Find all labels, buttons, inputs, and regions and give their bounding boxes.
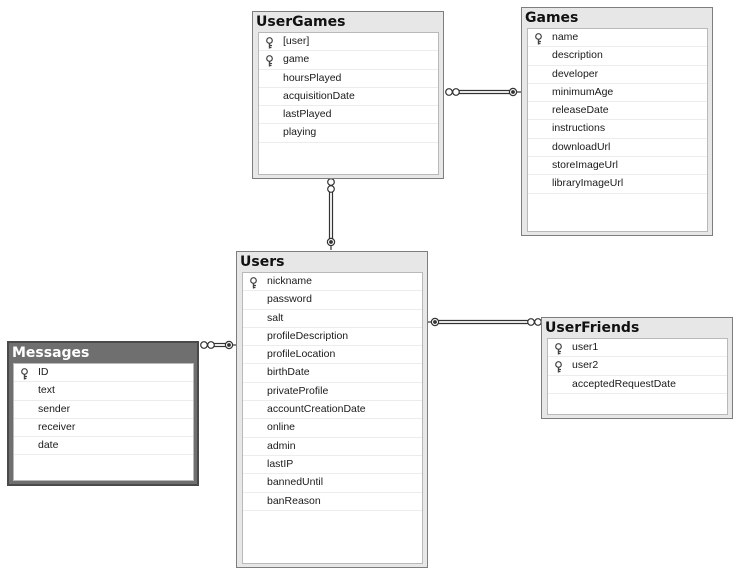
column-row[interactable]: nickname xyxy=(243,273,422,292)
column-row[interactable]: hoursPlayed xyxy=(259,70,438,88)
column-list: name description developer minimumAge re… xyxy=(527,28,708,232)
primary-key-icon xyxy=(265,54,274,67)
column-row[interactable]: privateProfile xyxy=(243,383,422,402)
column-row[interactable]: lastIP xyxy=(243,456,422,475)
column-name: bannedUntil xyxy=(267,476,324,489)
column-name: developer xyxy=(552,67,599,80)
column-row[interactable]: birthDate xyxy=(243,364,422,383)
column-name: profileLocation xyxy=(267,348,336,361)
column-name: nickname xyxy=(267,275,312,287)
column-name: instructions xyxy=(552,122,606,135)
column-name: storeImageUrl xyxy=(552,159,618,172)
column-row[interactable]: acceptedRequestDate xyxy=(548,376,727,394)
table-title: Users xyxy=(240,254,285,270)
column-row[interactable]: [user] xyxy=(259,33,438,52)
column-row[interactable]: profileLocation xyxy=(243,346,422,365)
column-list: [user] game hoursPlayed acquisitionDate … xyxy=(258,32,439,175)
column-name: salt xyxy=(267,311,284,324)
column-row[interactable]: sender xyxy=(14,401,193,419)
column-name: downloadUrl xyxy=(552,140,611,153)
table-games[interactable]: Games name description developer minimum… xyxy=(521,7,713,236)
column-row[interactable]: receiver xyxy=(14,419,193,438)
column-name: profileDescription xyxy=(267,329,349,342)
column-name: acceptedRequestDate xyxy=(572,377,676,390)
relationship-usergames-games xyxy=(445,87,521,97)
primary-key-icon xyxy=(534,32,543,45)
column-name: libraryImageUrl xyxy=(552,177,624,190)
column-name: admin xyxy=(267,439,296,452)
column-name: birthDate xyxy=(267,366,310,379)
column-name: privateProfile xyxy=(267,384,329,397)
column-list: user1 user2 acceptedRequestDate xyxy=(547,338,728,415)
column-row[interactable]: storeImageUrl xyxy=(528,157,707,176)
column-name: minimumAge xyxy=(552,85,614,98)
column-row[interactable]: developer xyxy=(528,66,707,84)
column-row[interactable]: playing xyxy=(259,124,438,143)
column-row[interactable]: ID xyxy=(14,364,193,383)
column-row[interactable]: acquisitionDate xyxy=(259,88,438,107)
table-title: Games xyxy=(525,10,579,26)
column-name: date xyxy=(38,439,59,452)
primary-key-icon xyxy=(249,276,258,289)
column-name: user2 xyxy=(572,359,599,372)
column-name: acquisitionDate xyxy=(283,89,355,102)
column-row[interactable]: profileDescription xyxy=(243,328,422,347)
column-name: description xyxy=(552,49,603,62)
column-name: banReason xyxy=(267,494,321,507)
column-row[interactable]: name xyxy=(528,29,707,48)
relationship-users-userfriends xyxy=(428,317,542,327)
column-name: lastPlayed xyxy=(283,108,332,121)
column-row[interactable]: instructions xyxy=(528,120,707,139)
column-row[interactable]: text xyxy=(14,382,193,401)
column-row[interactable]: description xyxy=(528,47,707,66)
column-row[interactable]: bannedUntil xyxy=(243,474,422,493)
column-row[interactable]: banReason xyxy=(243,493,422,511)
column-row[interactable]: user2 xyxy=(548,357,727,376)
column-name: receiver xyxy=(38,420,76,433)
column-row[interactable]: libraryImageUrl xyxy=(528,175,707,194)
column-row[interactable]: releaseDate xyxy=(528,102,707,121)
column-name: sender xyxy=(38,402,71,415)
table-title: UserFriends xyxy=(545,320,640,336)
column-name: playing xyxy=(283,126,317,139)
table-userfriends[interactable]: UserFriends user1 user2 acceptedRequestD… xyxy=(541,317,733,419)
primary-key-icon xyxy=(554,342,563,355)
column-name: ID xyxy=(38,366,49,378)
column-row[interactable]: date xyxy=(14,437,193,456)
relationship-usergames-users xyxy=(326,178,336,250)
column-row[interactable]: password xyxy=(243,291,422,310)
primary-key-icon xyxy=(20,367,29,380)
column-row[interactable]: admin xyxy=(243,438,422,456)
table-title: Messages xyxy=(12,345,90,361)
column-row[interactable]: user1 xyxy=(548,339,727,358)
table-users[interactable]: Users nickname password salt profileDesc… xyxy=(236,251,428,568)
column-row[interactable]: minimumAge xyxy=(528,84,707,103)
column-list: nickname password salt profileDescriptio… xyxy=(242,272,423,564)
relationship-messages-users xyxy=(200,340,237,350)
column-name: lastIP xyxy=(267,457,294,470)
column-list: ID text sender receiver date xyxy=(13,363,194,481)
column-row[interactable]: downloadUrl xyxy=(528,139,707,158)
column-name: [user] xyxy=(283,35,310,47)
primary-key-icon xyxy=(554,360,563,373)
column-name: accountCreationDate xyxy=(267,403,366,416)
table-messages[interactable]: Messages ID text sender receiver date xyxy=(7,341,199,486)
column-row[interactable]: accountCreationDate xyxy=(243,401,422,420)
column-row[interactable]: online xyxy=(243,419,422,438)
column-name: text xyxy=(38,384,55,397)
table-title: UserGames xyxy=(256,14,346,30)
primary-key-icon xyxy=(265,36,274,49)
column-name: releaseDate xyxy=(552,104,609,117)
column-row[interactable]: salt xyxy=(243,310,422,328)
column-row[interactable]: game xyxy=(259,51,438,70)
column-name: user1 xyxy=(572,341,599,353)
column-name: password xyxy=(267,293,312,306)
column-name: game xyxy=(283,53,310,66)
column-name: name xyxy=(552,31,579,43)
column-name: online xyxy=(267,421,296,434)
column-name: hoursPlayed xyxy=(283,71,342,84)
table-usergames[interactable]: UserGames [user] game hoursPlayed acquis… xyxy=(252,11,444,179)
column-row[interactable]: lastPlayed xyxy=(259,106,438,125)
